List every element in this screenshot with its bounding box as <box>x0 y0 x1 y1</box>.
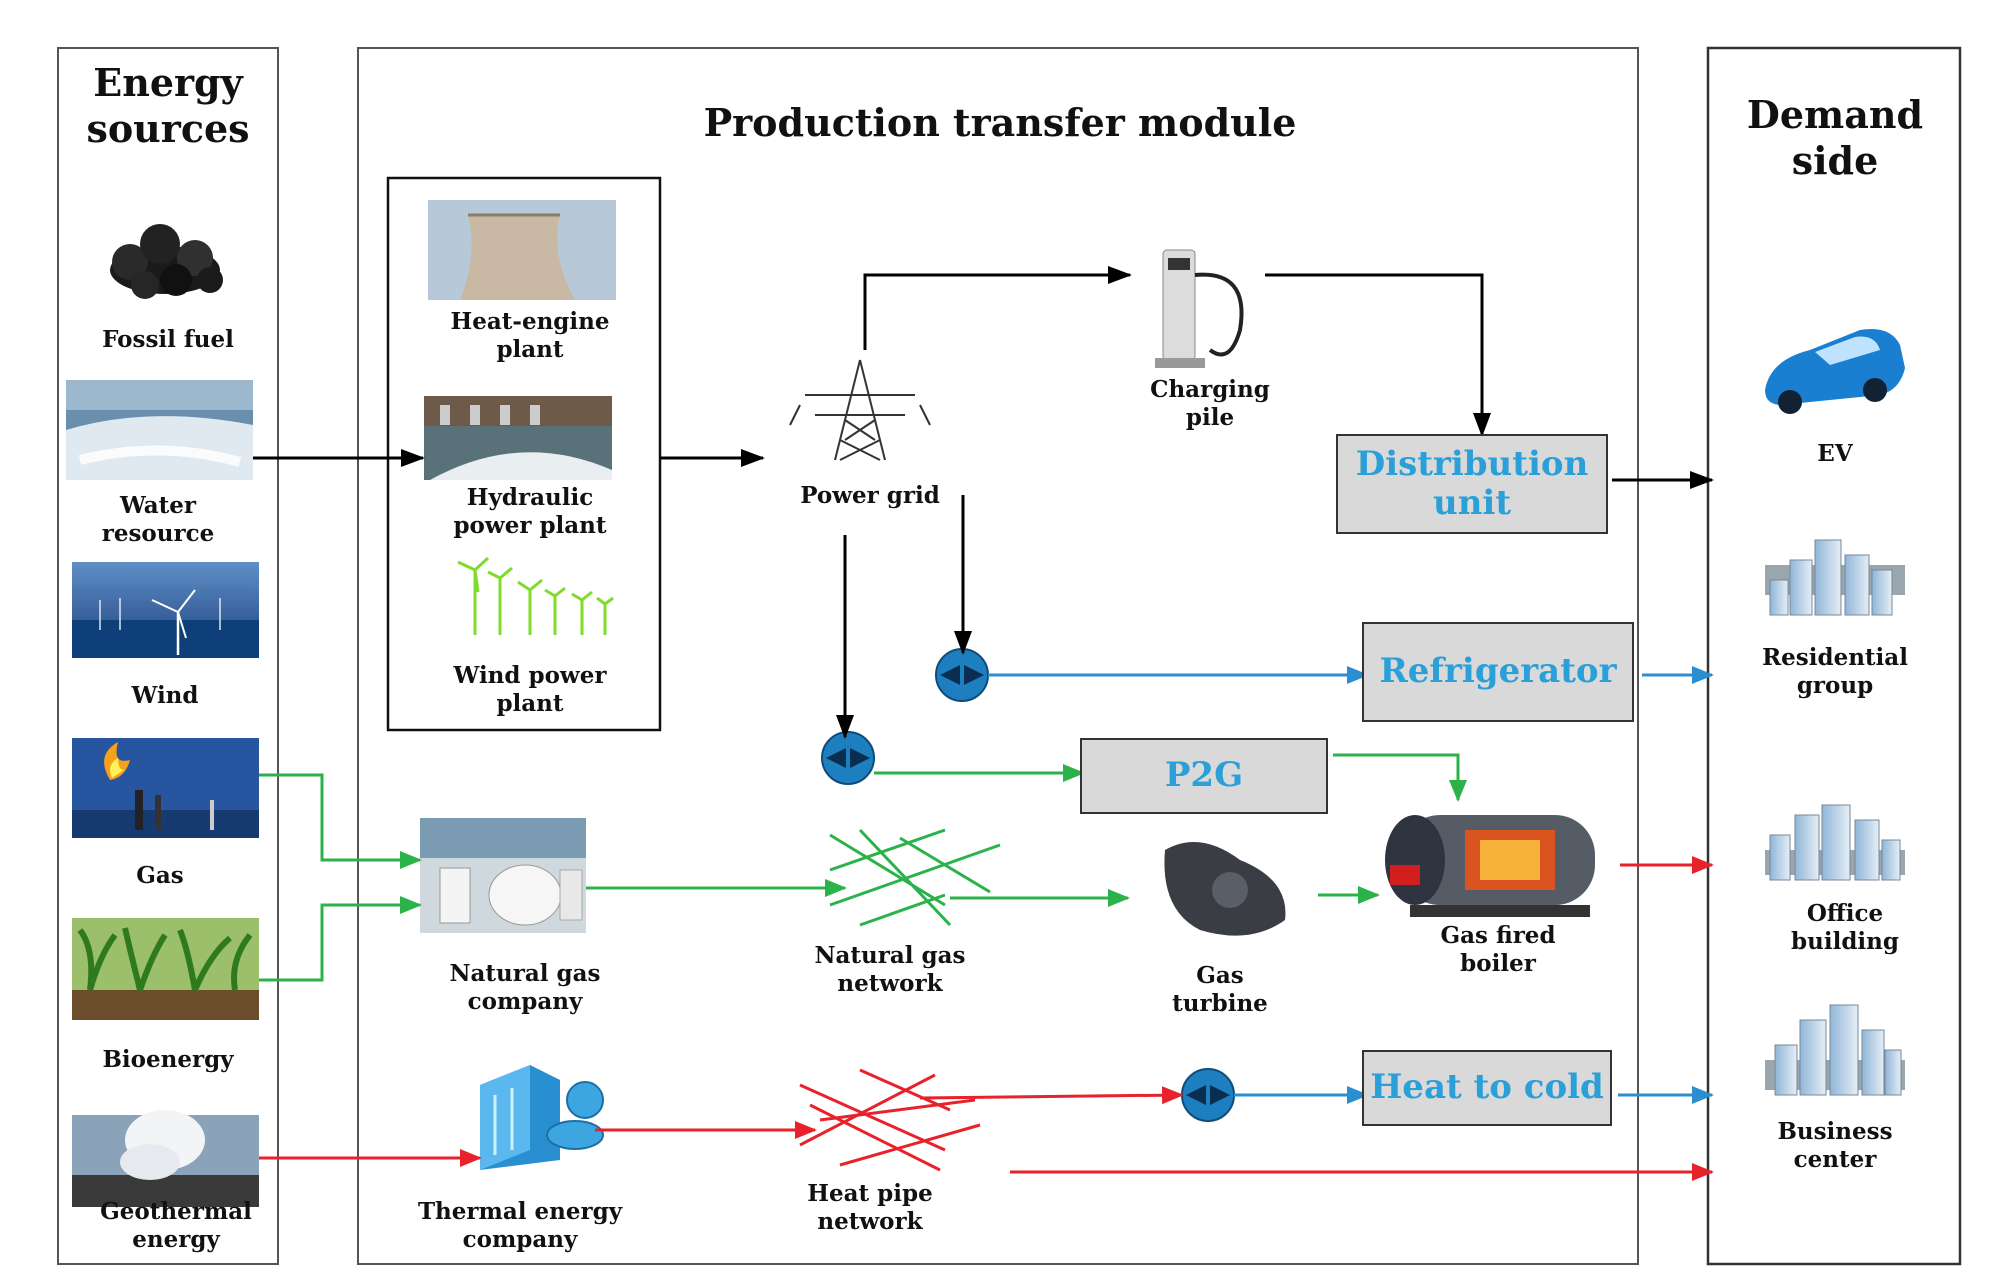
gas-flare-image <box>72 738 259 838</box>
gas-company-image <box>420 818 586 933</box>
business-buildings-icon <box>1765 1004 1905 1096</box>
source-label-fossil-fuel: Fossil fuel <box>102 326 234 353</box>
power-plants-group <box>386 176 662 732</box>
converter-heat-to-cold-icon <box>1181 1068 1235 1122</box>
p2g-box: P2G <box>1080 738 1328 814</box>
offshore-wind-image <box>72 562 259 658</box>
cooling-tower-image <box>428 200 616 300</box>
coal-image <box>110 224 223 299</box>
demand-label-residential: Residential group <box>1762 644 1908 699</box>
demand-label-ev: EV <box>1817 440 1853 467</box>
geyser-image <box>72 1110 259 1207</box>
source-label-gas: Gas <box>136 862 184 889</box>
demand-panel <box>1706 46 1962 1266</box>
boiler-image <box>1378 800 1620 930</box>
refrigerator-box: Refrigerator <box>1362 622 1634 722</box>
energy-sources-panel <box>57 47 279 1265</box>
office-buildings-icon <box>1765 804 1905 881</box>
gas-turbine-image <box>1128 835 1313 945</box>
heat-network-icon <box>799 1068 981 1172</box>
plant-label-heat-engine: Heat-engine plant <box>450 308 610 363</box>
node-label-heat-pipe-network: Heat pipe network <box>807 1180 933 1235</box>
plant-label-hydraulic: Hydraulic power plant <box>453 484 607 539</box>
converter-refrigerator-icon <box>935 648 989 702</box>
residential-buildings-icon <box>1765 539 1905 616</box>
arrow-heat-network-to-converter <box>919 1086 1184 1105</box>
crops-image <box>72 918 259 1020</box>
arrow-bio-to-company <box>259 896 422 982</box>
charging-pile-icon <box>1155 249 1244 368</box>
gas-network-icon <box>829 828 1001 927</box>
node-label-charging-pile: Charging pile <box>1150 376 1270 431</box>
arrow-gas-to-company <box>259 773 422 869</box>
node-label-natural-gas-company: Natural gas company <box>449 960 601 1015</box>
heat-to-cold-box: Heat to cold <box>1362 1050 1612 1126</box>
energy-sources-title: Energy sources <box>86 60 250 151</box>
arrow-charging-to-distribution <box>1265 273 1491 437</box>
demand-label-office: Office building <box>1791 900 1899 955</box>
production-panel <box>357 47 1639 1265</box>
source-label-bioenergy: Bioenergy <box>102 1046 234 1073</box>
demand-title: Demand side <box>1746 92 1924 183</box>
hydro-dam-image <box>424 396 612 480</box>
source-label-water-resource: Water resource <box>101 492 215 547</box>
waterfall-image <box>66 380 253 480</box>
thermal-company-icon <box>480 1065 604 1170</box>
production-title: Production transfer module <box>703 100 1297 145</box>
node-label-natural-gas-network: Natural gas network <box>814 942 966 997</box>
ev-car-icon <box>1765 329 1905 414</box>
node-label-gas-fired-boiler: Gas fired boiler <box>1440 922 1556 977</box>
plant-label-wind-power: Wind power plant <box>453 662 607 717</box>
wind-turbines-icon <box>457 556 614 635</box>
source-label-geothermal: Geothermal energy <box>100 1198 252 1253</box>
node-label-gas-turbine: Gas turbine <box>1172 962 1268 1017</box>
power-tower-icon <box>789 359 931 461</box>
demand-label-business: Business center <box>1777 1118 1893 1173</box>
arrow-grid-to-charging <box>863 266 1132 350</box>
source-label-wind: Wind <box>131 682 199 709</box>
converter-p2g-icon <box>821 731 875 785</box>
node-label-thermal-energy-company: Thermal energy company <box>417 1198 623 1253</box>
node-label-power-grid: Power grid <box>800 482 940 509</box>
arrow-p2g-to-boiler <box>1333 753 1467 802</box>
distribution-unit-box: Distribution unit <box>1336 434 1608 534</box>
